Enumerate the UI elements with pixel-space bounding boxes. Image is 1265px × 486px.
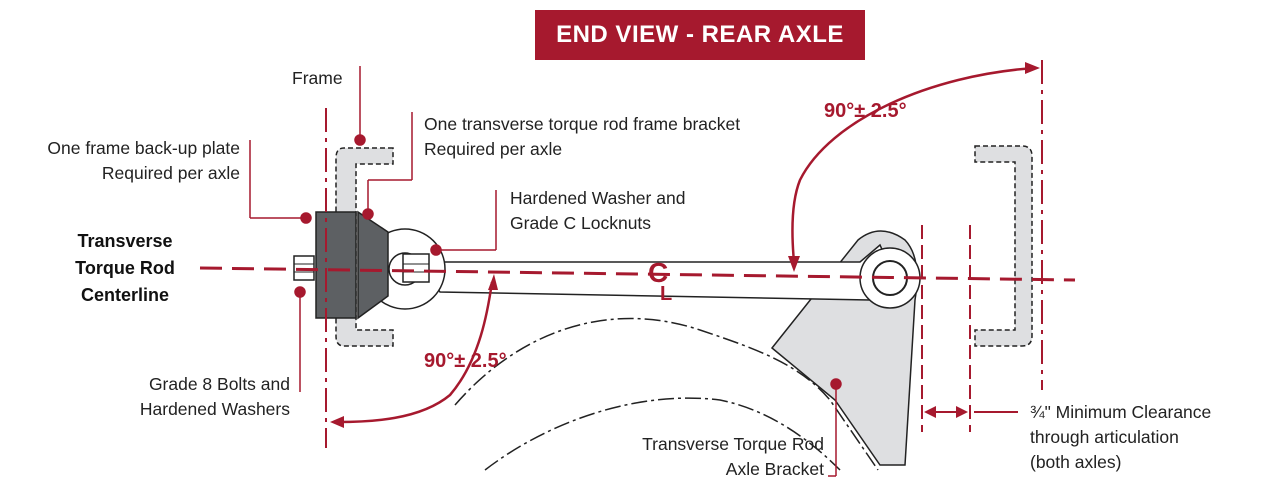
axle-housing-lower bbox=[484, 397, 841, 471]
frame-label: Frame bbox=[292, 68, 343, 88]
nut bbox=[402, 253, 430, 283]
frame-bracket-label: One transverse torque rod frame bracket … bbox=[424, 114, 741, 159]
lower-angle-label: 90°± 2.5° bbox=[424, 350, 507, 372]
clearance-label: ¾" Minimum Clearance through articulatio… bbox=[1030, 402, 1212, 472]
bolts-label: Grade 8 Bolts and Hardened Washers bbox=[139, 374, 290, 419]
lower-angle-arc bbox=[337, 281, 494, 424]
diagram-title: END VIEW - REAR AXLE bbox=[535, 10, 865, 60]
backup-plate-label: One frame back-up plate Required per axl… bbox=[47, 138, 240, 183]
centerline-symbol-c: C bbox=[648, 257, 668, 288]
frame-bracket bbox=[357, 210, 389, 320]
upper-angle-label: 90°± 2.5° bbox=[824, 100, 907, 122]
right-frame-channel bbox=[974, 145, 1033, 347]
washer-locknuts-label: Hardened Washer and Grade C Locknuts bbox=[510, 188, 686, 233]
upper-angle-arc bbox=[791, 66, 1036, 263]
centerline-label: Transverse Torque Rod Centerline bbox=[75, 231, 175, 305]
axle-bracket-label: Transverse Torque Rod Axle Bracket bbox=[642, 434, 824, 479]
torque-rod-centerline bbox=[199, 266, 1076, 282]
backup-plate bbox=[315, 211, 357, 319]
axle-housing-upper bbox=[454, 317, 879, 471]
centerline-symbol-l: L bbox=[660, 283, 672, 305]
